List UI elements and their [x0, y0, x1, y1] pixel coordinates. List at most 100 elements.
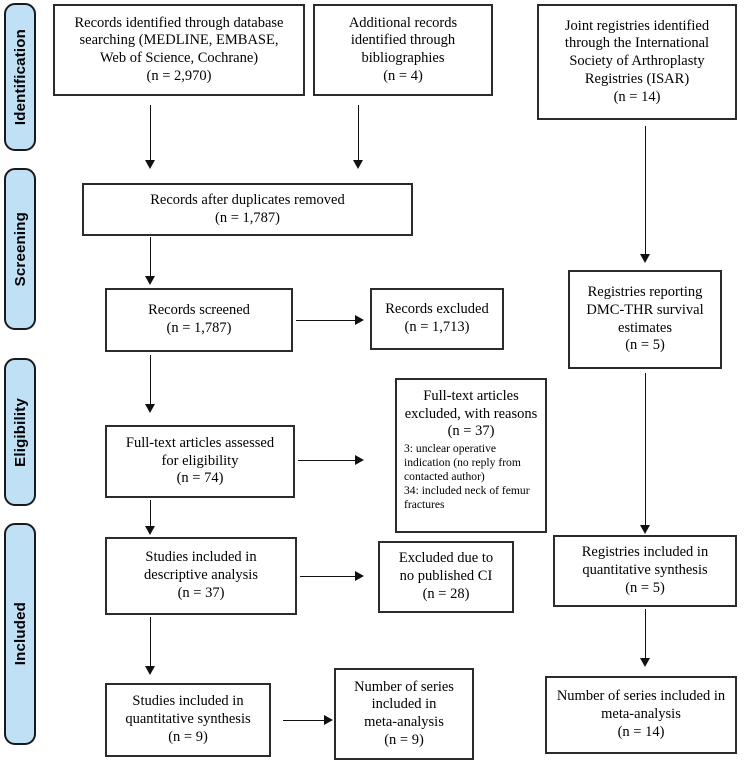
connector-studies-to-series-meta-left	[283, 720, 327, 721]
box-series-meta-left: Number of series included in meta-analys…	[334, 668, 474, 760]
records-excluded-count: (n = 1,713)	[404, 319, 470, 335]
records-screened-count: (n = 1,787)	[166, 320, 232, 336]
box-database-search: Records identified through database sear…	[53, 4, 305, 96]
excluded-no-ci-line2: no published CI	[399, 568, 493, 585]
registries-reporting-line2: DMC-THR survival	[586, 301, 704, 318]
excluded-no-ci-count: (n = 28)	[422, 585, 470, 602]
database-search-line1: Records identified through database	[74, 14, 284, 31]
duplicates-removed-count: (n = 1,787)	[215, 209, 280, 226]
fulltext-excluded-reason-5: fractures	[404, 498, 445, 512]
box-records-screened: Records screened (n = 1,787)	[105, 288, 293, 352]
registries-reporting-count: (n = 5)	[625, 337, 665, 354]
fulltext-excluded-line2: excluded, with reasons	[404, 405, 538, 422]
fulltext-excluded-reason-2: indication (no reply from	[404, 456, 521, 470]
series-meta-left-line3: meta-analysis	[364, 714, 444, 730]
isar-registries-line3: Society of Arthroplasty	[569, 53, 705, 70]
box-studies-quantitative: Studies included in quantitative synthes…	[105, 683, 271, 757]
arrowhead-fulltext-to-descriptive	[145, 526, 155, 535]
arrowhead-screened-to-fulltext	[145, 404, 155, 413]
stage-pill-screening: Screening	[4, 168, 36, 330]
series-meta-right-count: (n = 14)	[617, 723, 665, 740]
registries-quantitative-line2: quantitative synthesis	[582, 562, 708, 579]
connector-database-to-duplicates	[150, 105, 151, 163]
descriptive-analysis-line1: Studies included in	[145, 549, 257, 566]
connector-fulltext-to-descriptive	[150, 500, 151, 528]
connector-registries-to-series-meta-right	[645, 609, 646, 661]
stage-label-eligibility: Eligibility	[11, 397, 29, 467]
series-meta-right-line2: meta-analysis	[601, 706, 681, 723]
box-duplicates-removed: Records after duplicates removed (n = 1,…	[82, 183, 413, 236]
isar-registries-line2: through the International	[564, 35, 710, 52]
connector-registries-reporting-to-quantitative	[645, 373, 646, 528]
box-registries-quantitative: Registries included in quantitative synt…	[553, 535, 737, 607]
box-records-excluded: Records excluded (n = 1,713)	[370, 288, 504, 350]
box-bibliographies: Additional records identified through bi…	[313, 4, 493, 96]
fulltext-excluded-reasons: 3: unclear operative indication (no repl…	[402, 442, 540, 512]
stage-label-included: Included	[11, 602, 29, 666]
fulltext-excluded-line1: Full-text articles	[423, 388, 519, 404]
registries-reporting-line3: estimates	[618, 319, 672, 336]
studies-quantitative-line2: quantitative synthesis	[125, 711, 251, 728]
arrowhead-descriptive-to-studies-quantitative	[145, 666, 155, 675]
descriptive-analysis-line2: descriptive analysis	[144, 567, 258, 584]
box-excluded-no-ci: Excluded due to no published CI (n = 28)	[378, 541, 514, 613]
connector-descriptive-to-excluded-no-ci	[300, 576, 358, 577]
bibliographies-count: (n = 4)	[383, 67, 423, 84]
box-fulltext-excluded: Full-text articles excluded, with reason…	[395, 378, 547, 533]
arrowhead-studies-to-series-meta-left	[324, 715, 333, 725]
fulltext-excluded-reason-1: 3: unclear operative	[404, 442, 497, 456]
records-excluded-line1: Records excluded	[385, 301, 489, 318]
fulltext-assessed-line1: Full-text articles assessed	[125, 434, 275, 451]
connector-fulltext-to-excluded	[298, 460, 358, 461]
database-search-line3: Web of Science, Cochrane)	[99, 50, 259, 66]
series-meta-right-line1: Number of series included in	[556, 688, 726, 705]
fulltext-excluded-reason-3: contacted author)	[404, 470, 485, 484]
bibliographies-line2: identified through	[350, 32, 456, 49]
arrowhead-bibliographies-to-duplicates	[353, 160, 363, 169]
database-search-count: (n = 2,970)	[146, 67, 212, 84]
arrowhead-isar-to-registries-reporting	[640, 254, 650, 263]
fulltext-excluded-reason-4: 34: included neck of femur	[404, 484, 530, 498]
connector-duplicates-to-screened	[150, 237, 151, 279]
arrowhead-descriptive-to-excluded-no-ci	[355, 571, 364, 581]
fulltext-assessed-line2: for eligibility	[161, 452, 239, 469]
stage-label-screening: Screening	[11, 211, 29, 287]
bibliographies-line1: Additional records	[348, 14, 458, 31]
series-meta-left-line1: Number of series	[354, 678, 454, 695]
isar-registries-line4: Registries (ISAR)	[584, 70, 690, 87]
arrowhead-registries-to-series-meta-right	[640, 658, 650, 667]
box-registries-reporting: Registries reporting DMC-THR survival es…	[568, 270, 722, 369]
duplicates-removed-line1: Records after duplicates removed	[150, 191, 345, 208]
studies-quantitative-line1: Studies included in	[132, 693, 244, 710]
bibliographies-line3: bibliographies	[361, 50, 445, 66]
arrowhead-screened-to-excluded	[355, 315, 364, 325]
series-meta-left-count: (n = 9)	[384, 731, 424, 748]
box-series-meta-right: Number of series included in meta-analys…	[545, 676, 737, 754]
stage-pill-included: Included	[4, 523, 36, 745]
fulltext-excluded-count: (n = 37)	[447, 423, 495, 440]
registries-reporting-line1: Registries reporting	[587, 284, 703, 301]
studies-quantitative-count: (n = 9)	[168, 728, 208, 745]
arrowhead-fulltext-to-excluded	[355, 455, 364, 465]
excluded-no-ci-line1: Excluded due to	[398, 550, 494, 567]
arrowhead-duplicates-to-screened	[145, 276, 155, 285]
arrowhead-database-to-duplicates	[145, 160, 155, 169]
connector-bibliographies-to-duplicates	[358, 105, 359, 163]
series-meta-left-line2: included in	[371, 696, 437, 713]
descriptive-analysis-count: (n = 37)	[177, 584, 225, 601]
isar-registries-line1: Joint registries identified	[564, 17, 710, 34]
database-search-line2: searching (MEDLINE, EMBASE,	[79, 32, 279, 49]
connector-screened-to-excluded	[296, 320, 358, 321]
fulltext-assessed-count: (n = 74)	[176, 470, 224, 487]
stage-pill-identification: Identification	[4, 3, 36, 151]
box-fulltext-assessed: Full-text articles assessed for eligibil…	[105, 425, 295, 498]
box-descriptive-analysis: Studies included in descriptive analysis…	[105, 537, 297, 615]
arrowhead-registries-reporting-to-quantitative	[640, 525, 650, 534]
records-screened-line1: Records screened	[148, 302, 250, 319]
registries-quantitative-count: (n = 5)	[625, 579, 665, 596]
stage-pill-eligibility: Eligibility	[4, 358, 36, 506]
connector-screened-to-fulltext	[150, 355, 151, 407]
stage-label-identification: Identification	[11, 28, 29, 126]
isar-registries-count: (n = 14)	[613, 88, 661, 105]
